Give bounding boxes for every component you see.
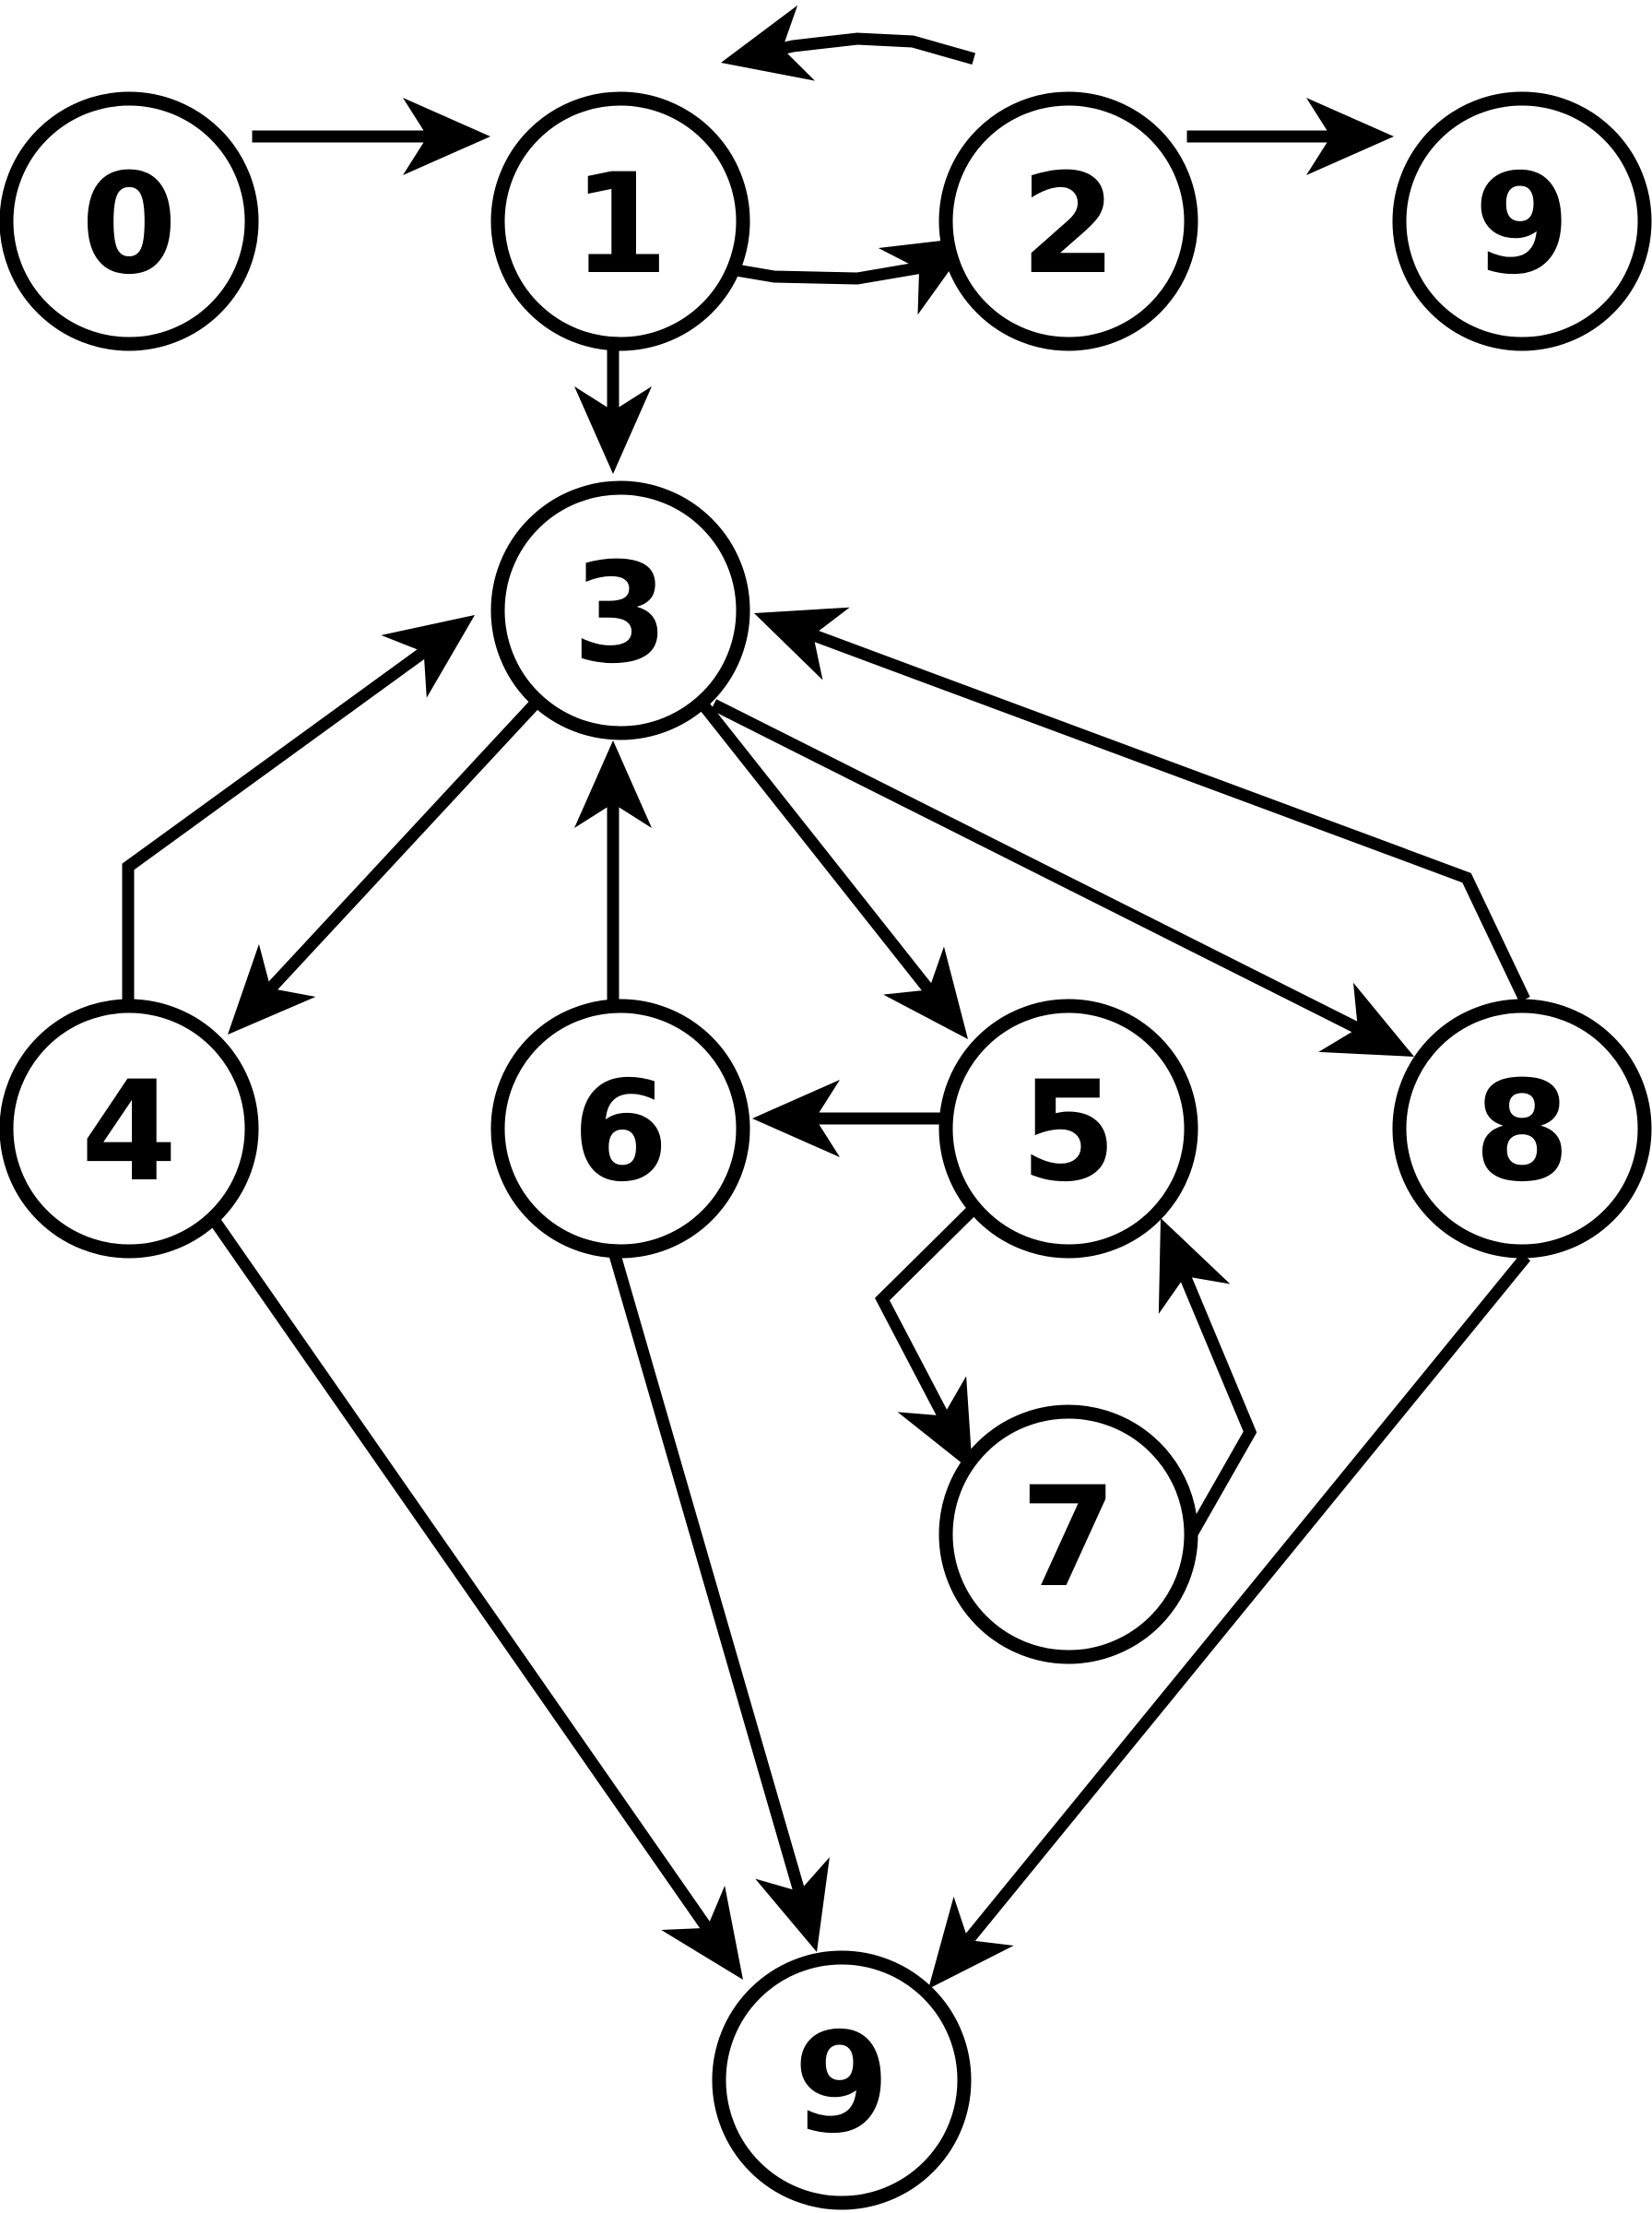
- edge-3-to-8: [711, 699, 1414, 1057]
- node-label: 8: [1474, 1052, 1570, 1213]
- edge-line: [767, 32, 976, 65]
- node-label: 9: [1474, 145, 1570, 305]
- arrowhead: [752, 1080, 840, 1157]
- edge-line: [1174, 1260, 1257, 1539]
- arrowhead: [381, 615, 475, 698]
- edge-8-to-9: [928, 1252, 1531, 1989]
- arrowhead: [1306, 98, 1394, 175]
- arrowhead: [928, 1896, 1014, 1989]
- node-circle: [938, 999, 1198, 1259]
- edge-2-to-9: [1186, 98, 1394, 175]
- edge-line: [607, 1247, 809, 1907]
- arrowhead: [897, 1376, 973, 1472]
- node-n6: 6: [490, 999, 750, 1259]
- arrowhead: [574, 740, 652, 828]
- node-n1: 1: [490, 91, 750, 351]
- edge-4-to-9: [201, 1205, 743, 1980]
- edge-line: [256, 700, 539, 1003]
- arrowhead: [754, 607, 850, 680]
- node-circle: [490, 999, 750, 1259]
- node-label: 4: [81, 1052, 177, 1213]
- node-circle: [1392, 999, 1652, 1259]
- edge-line: [711, 699, 1374, 1040]
- node-circle: [712, 1950, 972, 2210]
- node-circle: [0, 999, 259, 1259]
- node-n3: 3: [490, 480, 750, 740]
- edge-5-to-6: [752, 1080, 946, 1157]
- edge-5-to-7: [875, 1201, 981, 1472]
- arrowhead: [1318, 982, 1414, 1057]
- edge-line: [201, 1205, 720, 1943]
- node-n0: 0: [0, 91, 259, 351]
- edges-layer: [122, 5, 1531, 1989]
- arrowhead: [228, 943, 316, 1035]
- node-circle: [490, 480, 750, 740]
- edge-line: [954, 1252, 1531, 1955]
- nodes-layer: 0 1 2 9 3 4 6 5 8 7 9: [0, 91, 1652, 2210]
- arrowhead: [403, 98, 490, 175]
- node-label: 3: [572, 534, 668, 694]
- arrowhead: [755, 1857, 830, 1952]
- edge-7-to-5: [1158, 1218, 1257, 1539]
- node-circle: [0, 91, 259, 351]
- edge-4-to-3: [122, 615, 475, 1007]
- edge-line: [696, 698, 942, 1005]
- node-n4: 4: [0, 999, 259, 1259]
- node-label: 6: [572, 1052, 668, 1213]
- node-n9b: 9: [712, 1950, 972, 2210]
- edge-0-to-1: [252, 98, 490, 175]
- node-circle: [1392, 91, 1652, 351]
- node-circle: [938, 91, 1198, 351]
- edge-line: [122, 639, 439, 1007]
- node-n8: 8: [1392, 999, 1652, 1259]
- node-n9a: 9: [1392, 91, 1652, 351]
- edge-6-to-3: [574, 740, 652, 1007]
- edge-6-to-9: [607, 1247, 830, 1952]
- node-n7: 7: [938, 1404, 1198, 1664]
- arrowhead: [721, 5, 816, 81]
- arrowhead: [1158, 1218, 1231, 1314]
- edge-1-to-2: [713, 237, 974, 315]
- edge-8-to-3: [754, 607, 1530, 1002]
- edge-3-to-5: [696, 698, 968, 1039]
- arrowhead: [661, 1886, 743, 1980]
- node-n5: 5: [938, 999, 1198, 1259]
- node-label: 0: [81, 145, 177, 305]
- node-n2: 2: [938, 91, 1198, 351]
- edge-line: [797, 624, 1530, 1002]
- node-circle: [490, 91, 750, 351]
- edge-line: [875, 1201, 981, 1431]
- arrowhead: [574, 386, 652, 474]
- node-label: 9: [794, 2004, 890, 2164]
- node-label: 7: [1021, 1458, 1116, 1618]
- node-label: 5: [1021, 1052, 1116, 1213]
- edge-2-to-1: [721, 5, 976, 81]
- node-label: 1: [572, 145, 668, 305]
- node-circle: [938, 1404, 1198, 1664]
- node-label: 2: [1021, 145, 1116, 305]
- edge-3-to-4: [228, 700, 539, 1035]
- arrowhead: [883, 946, 968, 1039]
- edge-line: [713, 256, 935, 285]
